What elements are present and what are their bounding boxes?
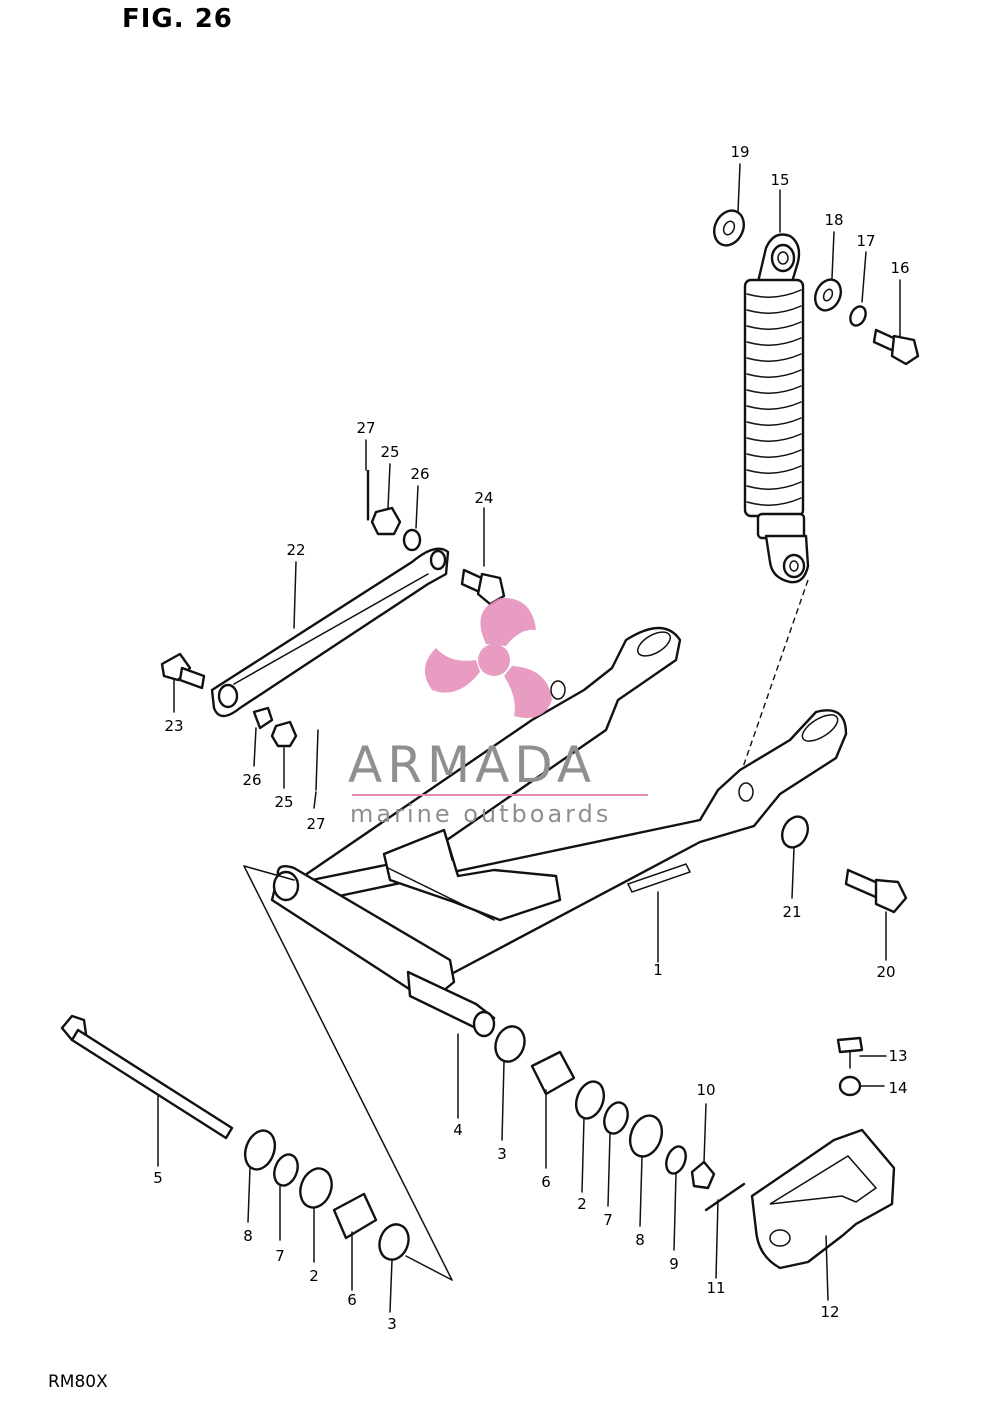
callout-4: 4 [453, 1121, 463, 1139]
callout-25-upper: 25 [380, 443, 400, 461]
shock-absorber [743, 233, 810, 584]
watermark-propeller-icon [424, 597, 552, 718]
callout-13: 13 [888, 1047, 908, 1065]
callout-5: 5 [153, 1169, 163, 1187]
leader-lines [157, 163, 901, 1313]
callout-22: 22 [286, 541, 306, 559]
callout-20: 20 [876, 963, 896, 981]
watermark-tagline: marine outboards [350, 800, 612, 828]
pivot-bolt-hardware [780, 815, 908, 914]
axle [60, 1014, 234, 1140]
right-bearing-set [494, 1025, 746, 1212]
callout-11: 11 [706, 1279, 726, 1297]
callout-18: 18 [824, 211, 844, 229]
callout-10: 10 [696, 1081, 716, 1099]
callout-12: 12 [820, 1303, 840, 1321]
callout-26-upper: 26 [410, 465, 430, 483]
callout-14: 14 [888, 1079, 908, 1097]
callout-25-lower: 25 [274, 793, 294, 811]
callout-26-lower: 26 [242, 771, 262, 789]
chain-guide [750, 1128, 896, 1270]
left-bearing-set [243, 1129, 410, 1261]
callout-8-lower: 8 [243, 1227, 253, 1245]
swingarm [270, 626, 848, 1038]
upper-shock-hardware [713, 209, 920, 366]
watermark-rule [352, 794, 648, 796]
callout-23: 23 [164, 717, 184, 735]
callout-2-upper: 2 [577, 1195, 587, 1213]
callout-27-lower: 27 [306, 815, 326, 833]
model-code: RM80X [48, 1372, 108, 1392]
callout-27-upper: 27 [356, 419, 376, 437]
figure-title: FIG. 26 [122, 4, 233, 34]
callout-1: 1 [653, 961, 663, 979]
callout-6-upper: 6 [541, 1173, 551, 1191]
callout-3-upper: 3 [497, 1145, 507, 1163]
callout-17: 17 [856, 232, 876, 250]
callout-9: 9 [669, 1255, 679, 1273]
watermark-brand: ARMADA [348, 736, 597, 794]
callout-2-lower: 2 [309, 1267, 319, 1285]
small-bolt-nut [836, 1036, 864, 1097]
callout-8-upper: 8 [635, 1231, 645, 1249]
callout-15: 15 [770, 171, 790, 189]
callout-7-upper: 7 [603, 1211, 613, 1229]
callout-24: 24 [474, 489, 494, 507]
callout-16: 16 [890, 259, 910, 277]
callout-6-lower: 6 [347, 1291, 357, 1309]
callout-3-lower: 3 [387, 1315, 397, 1333]
callout-7-lower: 7 [275, 1247, 285, 1265]
callout-21: 21 [782, 903, 802, 921]
torque-link [160, 470, 506, 791]
callout-19: 19 [730, 143, 750, 161]
